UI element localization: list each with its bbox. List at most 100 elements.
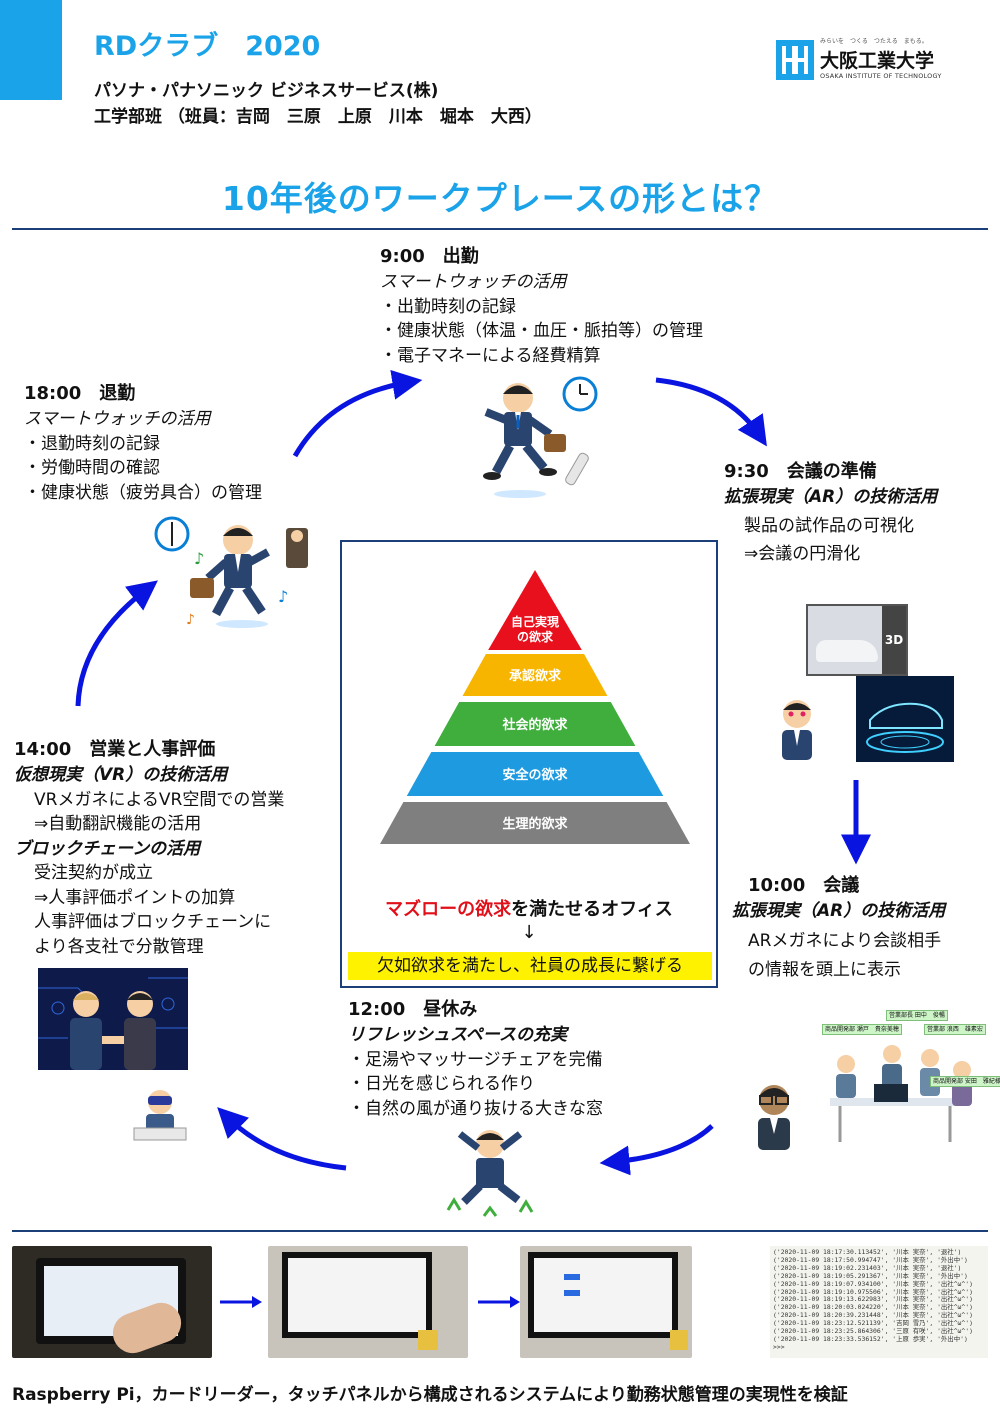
pyramid-tier bbox=[434, 702, 636, 746]
oit-logo-mark-icon bbox=[776, 40, 814, 80]
pyramid-tier-label: 承認欲求 bbox=[509, 668, 562, 684]
schedule-1000: 10:00 会議 拡張現実（AR）の技術活用 ARメガネにより会談相手 の情報を… bbox=[732, 872, 945, 982]
footer-caption: Raspberry Pi，カードリーダー，タッチパネルから構成されるシステムによ… bbox=[12, 1385, 848, 1405]
schedule-1000-subtitle: 拡張現実（AR）の技術活用 bbox=[732, 901, 946, 921]
pyramid-tier-label: 生理的欲求 bbox=[502, 816, 568, 832]
schedule-0900-item: ・健康状態（体温・血圧・脈拍等）の管理 bbox=[380, 321, 703, 341]
schedule-1800: 18:00 退勤 スマートウォッチの活用 ・退勤時刻の記録 ・労働時間の確認 ・… bbox=[24, 380, 262, 505]
ar-name-label: 商品開発部 瀬戸 貴奈美穂 bbox=[822, 1024, 902, 1035]
ar-meeting-illustration: 商品開発部 瀬戸 貴奈美穂 営業部長 田中 俊暢 営業部 浪西 雄素宏 商品開発… bbox=[800, 1010, 1000, 1150]
thermometer-icon bbox=[565, 452, 589, 486]
schedule-0900-item: ・出勤時刻の記録 bbox=[380, 296, 516, 317]
log-line: ('2020-11-09 18:19:13.622983', '川本 実奈', … bbox=[773, 1295, 973, 1304]
pyramid-tier bbox=[406, 752, 664, 796]
schedule-0930-time: 9:30 会議の準備 bbox=[724, 461, 877, 482]
down-arrow-icon: ↓ bbox=[521, 922, 537, 943]
schedule-1800-time: 18:00 退勤 bbox=[24, 383, 136, 404]
log-line: ('2020-11-09 18:17:30.113452', '川本 実奈', … bbox=[773, 1248, 962, 1256]
schedule-1200-item: ・足湯やマッサージチェアを完備 bbox=[348, 1049, 603, 1070]
arrow-1200-to-1400 bbox=[217, 1107, 347, 1171]
maslow-statement-highlight: マズローの欲求 bbox=[385, 899, 512, 920]
pyramid-tier bbox=[380, 802, 690, 844]
university-logo: みらいを つくる つたえる まもる。 大阪工業大学 OSAKA INSTITUT… bbox=[776, 36, 976, 86]
schedule-1200-subtitle: リフレッシュスペースの充実 bbox=[348, 1025, 567, 1045]
schedule-1200-time: 12:00 昼休み bbox=[348, 999, 478, 1020]
attendance-log-output: ('2020-11-09 18:17:30.113452', '川本 実奈', … bbox=[770, 1246, 988, 1358]
schedule-1400-time: 14:00 営業と人事評価 bbox=[14, 739, 216, 760]
schedule-1400-item: より各支社で分散管理 bbox=[34, 936, 204, 957]
ar-name-label: 商品開発部 安田 雅紀様 bbox=[930, 1076, 1000, 1087]
log-line: ('2020-11-09 18:19:02.231403', '川本 実奈', … bbox=[773, 1263, 962, 1272]
schedule-0930: 9:30 会議の準備 拡張現実（AR）の技術活用 製品の試作品の可視化 ⇒会議の… bbox=[724, 458, 937, 566]
person-with-ar-glasses-icon bbox=[758, 1085, 790, 1150]
schedule-1800-item: ・退勤時刻の記録 bbox=[24, 433, 160, 454]
log-line: ('2020-11-09 18:20:39.231448', '川本 実奈', … bbox=[773, 1311, 973, 1320]
maslow-statement: マズローの欲求を満たせるオフィス bbox=[352, 895, 706, 921]
log-line: ('2020-11-09 18:20:03.024220', '川本 実奈', … bbox=[773, 1303, 973, 1312]
badge-3d: 3D bbox=[882, 606, 906, 674]
flow-arrow-icon bbox=[478, 1296, 520, 1308]
vr-handshake-illustration bbox=[38, 968, 188, 1070]
schedule-1000-time: 10:00 会議 bbox=[748, 875, 860, 896]
ar-name-label: 営業部 浪西 雄素宏 bbox=[924, 1024, 986, 1035]
pyramid-tier-label: 社会的欲求 bbox=[501, 717, 568, 733]
log-line: ('2020-11-09 18:19:10.975506', '川本 実奈', … bbox=[773, 1287, 973, 1296]
log-line: ('2020-11-09 18:23:25.864306', '三原 有咲', … bbox=[773, 1327, 973, 1336]
cycle-arrows bbox=[75, 370, 871, 1176]
briefcase-icon bbox=[190, 578, 214, 598]
log-line: ('2020-11-09 18:23:12.521139', '吉岡 雪乃', … bbox=[773, 1319, 973, 1328]
arrow-1400-to-1800 bbox=[75, 580, 158, 707]
schedule-1400-subtitle: 仮想現実（VR）の技術活用 bbox=[14, 765, 228, 785]
log-line: ('2020-11-09 18:17:50.994747', '川本 実奈', … bbox=[773, 1255, 968, 1264]
maslow-conclusion: 欠如欲求を満たし、社員の成長に繋げる bbox=[348, 952, 712, 980]
accent-bar bbox=[0, 0, 62, 100]
schedule-1400: 14:00 営業と人事評価 仮想現実（VR）の技術活用 VRメガネによるVR空間… bbox=[14, 736, 284, 959]
schedule-1400-item: ⇒自動翻訳機能の活用 bbox=[34, 814, 202, 834]
team-members: 工学部班 （班員：吉岡 三原 上原 川本 堀本 大西） bbox=[94, 107, 542, 127]
touch-panel-photo bbox=[12, 1246, 212, 1358]
schedule-0930-subtitle: 拡張現実（AR）の技術活用 bbox=[724, 487, 938, 507]
ar-name-label: 営業部長 田中 俊暢 bbox=[886, 1010, 948, 1021]
svg-text:♪: ♪ bbox=[278, 587, 288, 606]
top-rule bbox=[12, 228, 988, 230]
bottom-rule bbox=[12, 1230, 988, 1232]
schedule-0900: 9:00 出勤 スマートウォッチの活用 ・出勤時刻の記録 ・健康状態（体温・血圧… bbox=[380, 243, 703, 368]
arrow-1000-to-1200 bbox=[599, 1124, 714, 1176]
flow-arrow-icon bbox=[220, 1296, 262, 1308]
ar-hologram-car-image bbox=[856, 676, 954, 762]
log-line: ('2020-11-09 18:23:33.536152', '上原 歩実', … bbox=[773, 1334, 968, 1343]
status-display-photo-1 bbox=[268, 1246, 468, 1358]
schedule-1000-item: ARメガネにより会談相手 bbox=[748, 930, 942, 951]
log-line: ('2020-11-09 18:19:05.291367', '川本 実奈', … bbox=[773, 1271, 968, 1280]
vr-user-icon bbox=[133, 1090, 187, 1141]
schedule-0900-item: ・電子マネーによる経費精算 bbox=[380, 345, 601, 366]
schedule-1400-subtitle2: ブロックチェーンの活用 bbox=[14, 838, 201, 859]
schedule-1400-item: VRメガネによるVR空間での営業 bbox=[34, 789, 285, 810]
pyramid-tier-label: 安全の欲求 bbox=[502, 767, 568, 783]
company-name: パソナ・パナソニック ビジネスサービス(株) bbox=[94, 81, 439, 101]
maslow-box bbox=[340, 540, 718, 988]
car-icon bbox=[816, 640, 878, 662]
schedule-1400-item: 人事評価はブロックチェーンに bbox=[34, 912, 272, 932]
schedule-1200: 12:00 昼休み リフレッシュスペースの充実 ・足湯やマッサージチェアを完備 … bbox=[348, 996, 603, 1121]
schedule-0900-time: 9:00 出勤 bbox=[380, 246, 479, 267]
schedule-0900-subtitle: スマートウォッチの活用 bbox=[380, 272, 567, 292]
maslow-statement-rest: を満たせるオフィス bbox=[511, 899, 673, 920]
leaving-businessman-illustration: ♪ ♪ ♪ bbox=[154, 516, 308, 628]
schedule-1200-item: ・日光を感じられる作り bbox=[348, 1074, 535, 1094]
arrow-1800-to-0900 bbox=[292, 370, 423, 458]
logo-tagline: みらいを つくる つたえる まもる。 bbox=[820, 38, 928, 45]
main-title: 10年後のワークプレースの形とは？ bbox=[221, 179, 779, 218]
schedule-1400-item: 受注契約が成立 bbox=[34, 863, 153, 883]
schedule-0930-item: ⇒会議の円滑化 bbox=[744, 543, 861, 564]
commuting-businessman-illustration bbox=[483, 376, 598, 498]
status-display-photo-2 bbox=[520, 1246, 692, 1358]
svg-text:♪: ♪ bbox=[186, 612, 195, 628]
schedule-1800-item: ・健康状態（疲労具合）の管理 bbox=[24, 482, 262, 503]
schedule-1200-item: ・自然の風が通り抜ける大きな窓 bbox=[348, 1098, 603, 1119]
logo-name: 大阪工業大学 bbox=[820, 50, 935, 72]
schedule-1000-item: の情報を頭上に表示 bbox=[748, 959, 901, 980]
pyramid-tier-label: の欲求 bbox=[517, 629, 554, 644]
log-line: ('2020-11-09 18:19:07.934100', '川本 実奈', … bbox=[773, 1279, 973, 1288]
